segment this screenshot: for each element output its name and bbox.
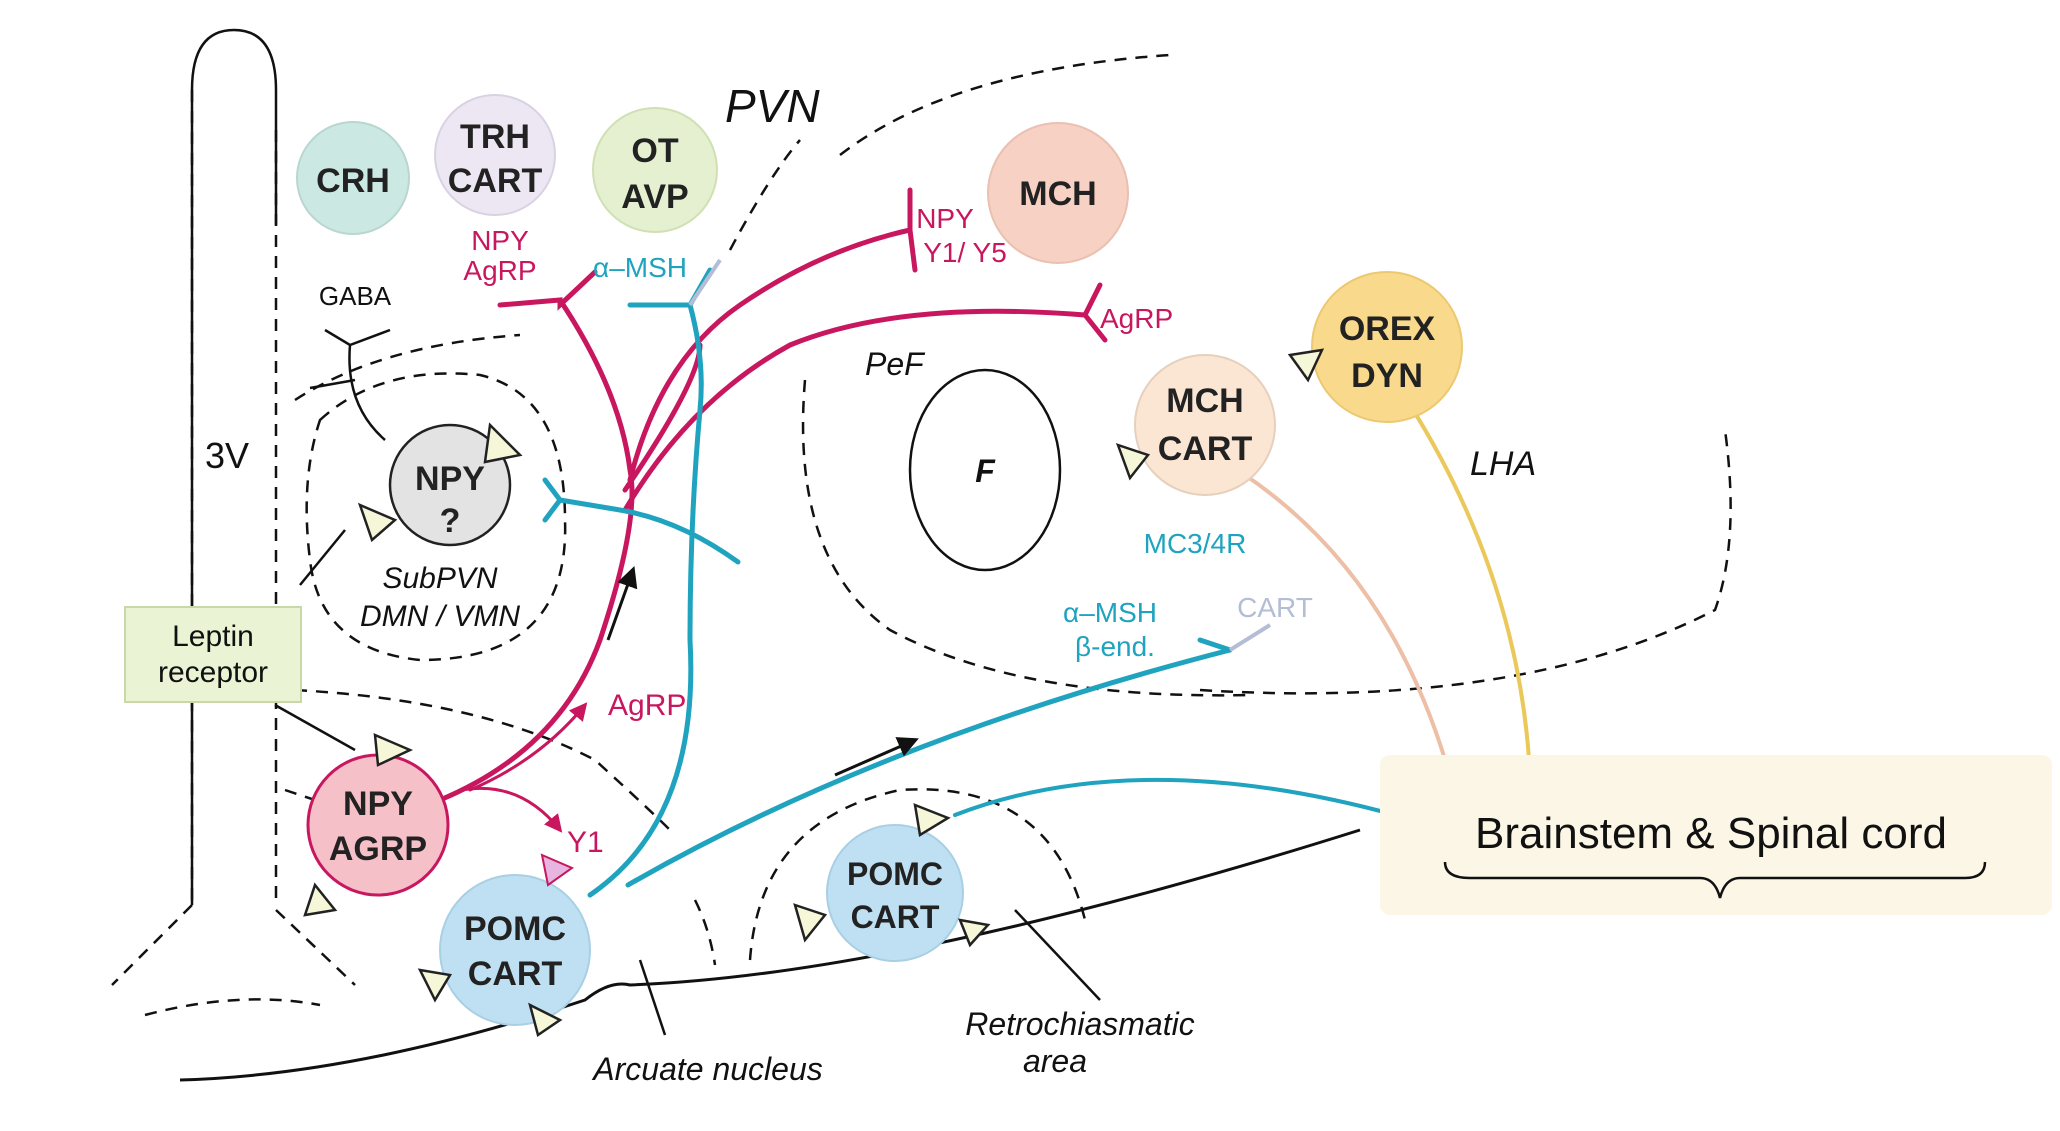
label-npy-y1y5-line2: Y1/ Y5 [923,237,1007,268]
region-pvn: PVN [725,80,820,132]
neuron-orex-label-line2: DYN [1351,357,1423,395]
region-arcuate: Arcuate nucleus [591,1051,822,1087]
brainstem-brace [1443,861,1987,899]
neuron-mch-cart-label-line2: CART [1158,430,1253,468]
orex-to-brainstem-arrow [1408,403,1541,780]
neuron-ot-label-line1: OT [631,132,678,170]
label-npy-y1y5-line1: NPY [916,203,974,234]
neuron-trh-label-line2: CART [448,162,543,200]
label-npy-pvn: NPY [471,225,529,256]
neuron-pomc-cart-retro: POMC CART [826,824,964,962]
label-agrp-pvn: AgRP [463,255,536,286]
leptin-receptor-triangles [303,348,1325,1038]
neuron-npy-agrp-label-line1: NPY [343,785,413,823]
neuron-mch-cart: MCH CART [1134,354,1276,496]
label-mc34r: MC3/4R [1144,528,1247,559]
label-alpha-msh-pvn: α–MSH [593,252,687,283]
label-y1: Y1 [567,826,604,859]
neuron-trh-cart: TRH CART [434,94,556,216]
neuron-orex-dyn: OREX DYN [1311,271,1463,423]
neuron-pomc-label-line1: POMC [464,910,566,948]
neuron-mch: MCH [987,122,1129,264]
label-cart-lha: CART [1237,592,1313,623]
direction-arrows [606,566,919,777]
region-fornix: F [975,453,996,489]
neuron-pomc-label-line2: CART [468,955,563,993]
neuron-pomc-cart-arcuate: POMC CART [439,874,591,1026]
region-subpvn-line1: SubPVN [382,562,497,595]
neuron-npy-sub-label-line2: ? [440,502,461,540]
neuron-npy-sub-label-line1: NPY [415,460,485,498]
label-agrp-lha: AgRP [1100,303,1173,334]
brainstem-label: Brainstem & Spinal cord [1475,809,1947,858]
neuron-npy-subpvn: NPY ? [388,423,512,547]
npy-agrp-projections [437,187,1108,833]
label-beta-end: β-end. [1075,631,1155,662]
region-3v: 3V [205,435,249,476]
neuron-mch-label: MCH [1019,175,1096,213]
mch-cart-to-brainstem-arrow [1243,473,1462,800]
neuron-pomc-retro-label-line2: CART [851,899,940,935]
region-lha: LHA [1470,445,1536,483]
region-pef: PeF [865,346,926,382]
leptin-label-line1: Leptin [172,620,254,653]
label-gaba: GABA [319,281,392,311]
label-alpha-msh-lha: α–MSH [1063,597,1157,628]
neuron-trh-label-line1: TRH [460,118,530,156]
y1-receptor-triangle [540,853,575,887]
neuron-npy-agrp-label-line2: AGRP [329,830,427,868]
anatomy-outlines [111,28,1732,1082]
region-retro-line1: Retrochiasmatic [965,1006,1194,1042]
label-agrp-mid: AgRP [608,689,686,722]
brainstem-box [1380,755,2052,915]
leptin-label-line2: receptor [158,656,268,689]
region-subpvn-line2: DMN / VMN [360,600,520,633]
terminal-grey-ticks [688,258,1272,652]
neuron-crh-label: CRH [316,162,390,200]
leptin-receptor-box [124,606,302,703]
region-retro-line2: area [1023,1043,1087,1079]
neuron-ot-avp: OT AVP [592,107,718,233]
neuron-crh: CRH [296,121,410,235]
neuron-npy-agrp: NPY AGRP [306,753,450,897]
neuron-pomc-retro-label-line1: POMC [847,856,943,892]
neuron-mch-cart-label-line1: MCH [1166,382,1243,420]
neuron-orex-label-line1: OREX [1339,310,1436,348]
neuron-ot-label-line2: AVP [621,178,688,216]
